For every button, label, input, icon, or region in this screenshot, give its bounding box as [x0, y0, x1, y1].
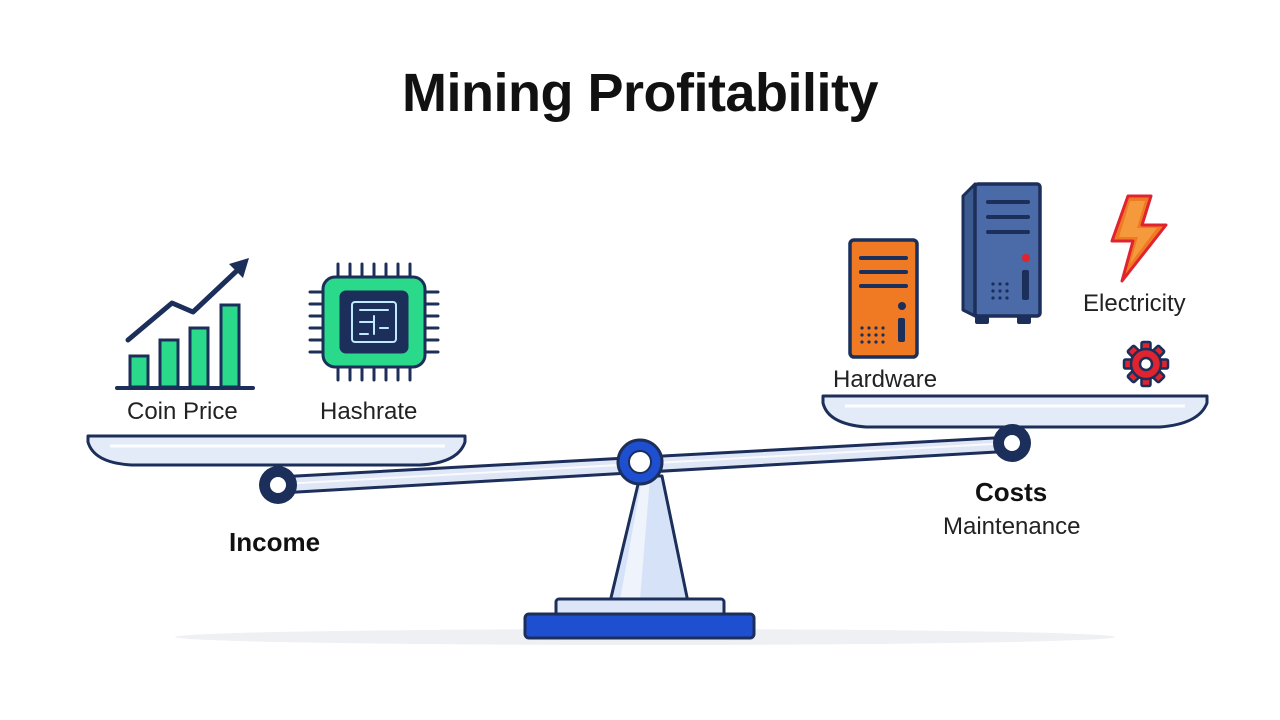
electricity-label: Electricity: [1083, 290, 1186, 317]
right-pan: [821, 394, 1209, 462]
coin-price-label: Coin Price: [127, 398, 238, 425]
rising-bar-chart-icon: [115, 258, 255, 390]
orange-server-icon: [848, 238, 919, 359]
blue-server-tower-icon: [961, 182, 1042, 324]
left-pan: [86, 434, 467, 504]
diagram-title: Mining Profitability: [402, 63, 878, 123]
lightning-bolt-icon: [1110, 194, 1168, 283]
hashrate-label: Hashrate: [320, 398, 418, 425]
gear-icon: [1122, 340, 1170, 388]
costs-label: Costs: [975, 477, 1048, 507]
scale-base: [523, 474, 756, 640]
scale-pivot: [616, 438, 664, 486]
maintenance-label: Maintenance: [943, 513, 1081, 540]
income-label: Income: [229, 527, 321, 557]
hardware-label: Hardware: [833, 366, 938, 393]
microchip-icon: [308, 262, 440, 382]
